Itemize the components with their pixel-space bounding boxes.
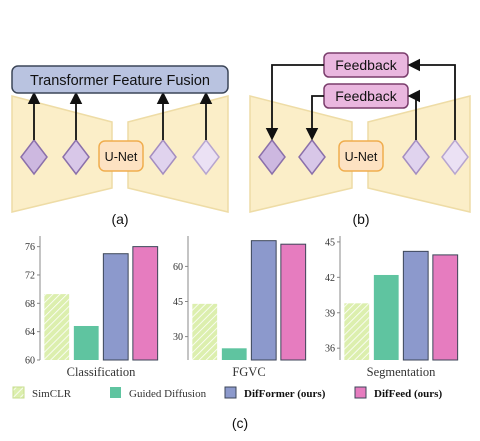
y-tick-label: 36 — [325, 344, 335, 355]
bar-simclr — [44, 294, 70, 360]
bar-diffeed — [280, 243, 307, 361]
diagram-a: U-Net Transformer Feature Fusion (a) — [11, 65, 229, 227]
feature-diamond — [441, 138, 469, 176]
feature-diamond — [62, 138, 90, 176]
bar-diffeed — [432, 254, 459, 361]
feedback-arrow-out — [265, 64, 324, 141]
x-axis-label: FGVC — [232, 365, 265, 379]
y-tick-label: 60 — [25, 356, 35, 367]
feature-diamond — [149, 138, 177, 176]
bar-guided-diffusion — [73, 325, 99, 360]
x-axis-label: Classification — [67, 365, 136, 379]
legend-label: DifFormer (ours) — [244, 388, 326, 400]
bar-difformer — [102, 253, 129, 361]
y-tick-label: 39 — [325, 308, 335, 319]
caption-c: (c) — [232, 415, 248, 431]
legend-label: Guided Diffusion — [129, 388, 207, 400]
caption-b: (b) — [352, 211, 369, 227]
y-tick-label: 60 — [173, 262, 183, 273]
feature-diamond — [20, 138, 48, 176]
decoder-trapezoid — [127, 95, 229, 213]
encoder-trapezoid — [11, 95, 113, 213]
bar-simclr — [344, 303, 370, 360]
legend-swatch-diffeed — [354, 386, 367, 399]
bar-simclr — [192, 303, 218, 360]
bar-diffeed — [132, 246, 159, 361]
unet-label: U-Net — [345, 150, 378, 164]
unet-label: U-Net — [105, 150, 138, 164]
bar-difformer — [250, 240, 277, 361]
feature-diamond — [298, 138, 326, 176]
y-tick-label: 76 — [25, 242, 35, 253]
legend-label: DifFeed (ours) — [374, 388, 442, 400]
feedback-arrow-out — [305, 95, 324, 141]
y-tick-label: 45 — [325, 237, 335, 248]
legend-swatch-difformer — [224, 386, 237, 399]
diagram-b: U-Net Feedback Feedback (b) — [249, 52, 471, 227]
feedback-label-top: Feedback — [335, 57, 397, 73]
feature-diamond — [192, 138, 220, 176]
bar-guided-diffusion — [221, 348, 247, 360]
x-axis-label: Segmentation — [367, 365, 436, 379]
transformer-fusion-box — [11, 65, 229, 94]
unet-box — [98, 140, 144, 172]
legend: SimCLR Guided Diffusion DifFormer (ours)… — [12, 386, 442, 400]
feedback-arrow-in — [407, 89, 421, 140]
feedback-arrow-in — [407, 58, 456, 140]
legend-label: SimCLR — [32, 388, 72, 400]
y-tick-label: 64 — [25, 327, 35, 338]
bar-guided-diffusion — [373, 274, 399, 360]
feedback-label-bottom: Feedback — [335, 88, 397, 104]
unet-box — [338, 140, 384, 172]
y-tick-label: 68 — [25, 299, 35, 310]
bar-difformer — [402, 250, 429, 361]
transformer-fusion-label: Transformer Feature Fusion — [30, 73, 210, 89]
caption-a: (a) — [111, 211, 128, 227]
y-tick-label: 45 — [173, 297, 183, 308]
legend-swatch-simclr — [12, 386, 25, 399]
y-tick-label: 72 — [25, 270, 35, 281]
y-tick-label: 42 — [325, 273, 335, 284]
legend-swatch-guided — [110, 387, 121, 398]
y-tick-label: 30 — [173, 332, 183, 343]
feature-diamond — [402, 138, 430, 176]
feature-diamond — [258, 138, 286, 176]
